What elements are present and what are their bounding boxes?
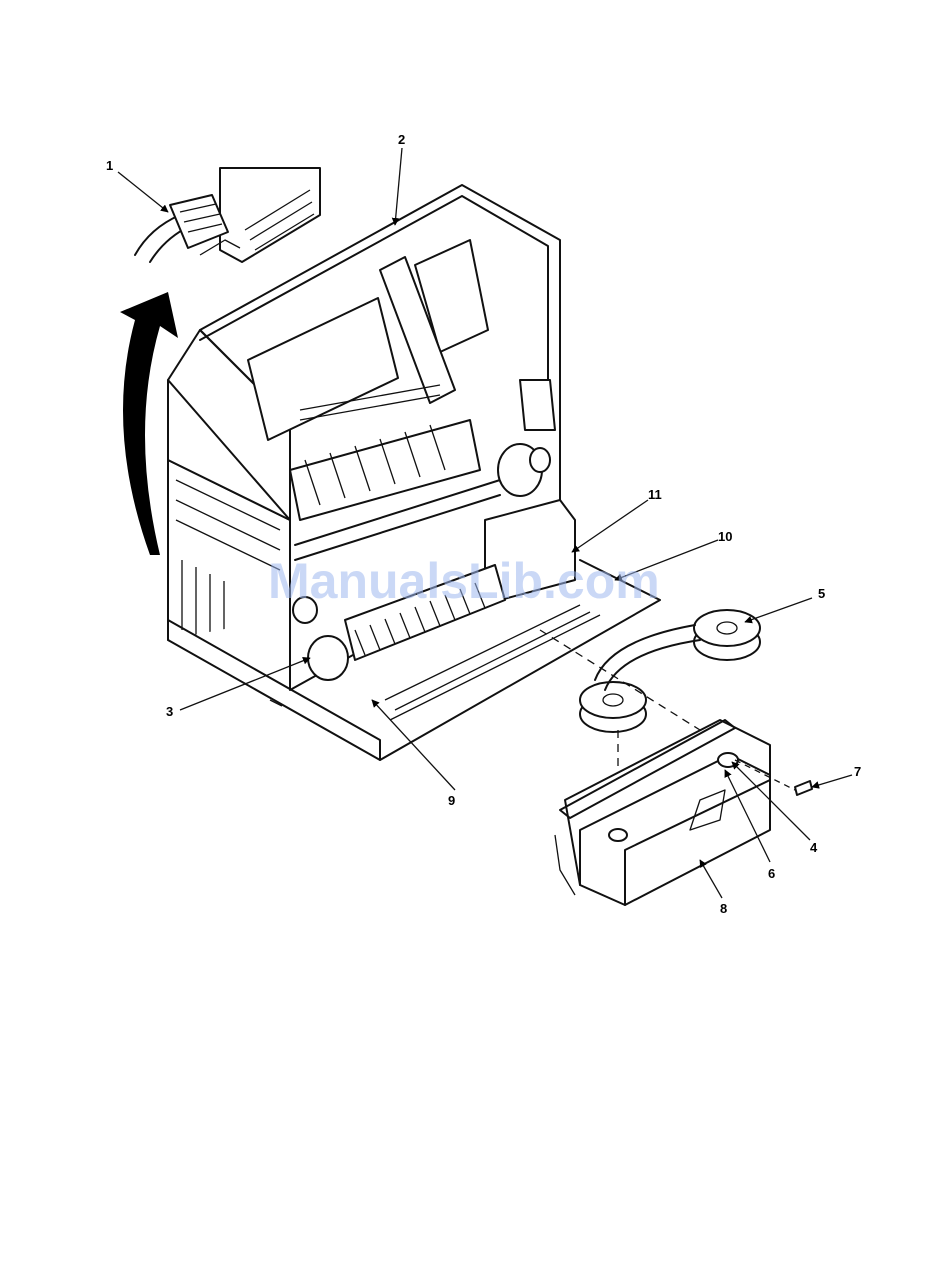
power-plug-inset <box>135 168 320 262</box>
callout-2: 2 <box>398 132 405 147</box>
callout-5: 5 <box>818 586 825 601</box>
callout-8: 8 <box>720 901 727 916</box>
callout-10: 10 <box>718 529 732 544</box>
callout-6: 6 <box>768 866 775 881</box>
callout-4: 4 <box>810 840 818 855</box>
callout-7: 7 <box>854 764 861 779</box>
printer-body <box>168 185 660 760</box>
callout-1: 1 <box>106 158 113 173</box>
callout-9: 9 <box>448 793 455 808</box>
watermark: ManualsLib.com <box>268 553 660 609</box>
callout-11: 11 <box>648 487 662 502</box>
callout-3: 3 <box>166 704 173 719</box>
